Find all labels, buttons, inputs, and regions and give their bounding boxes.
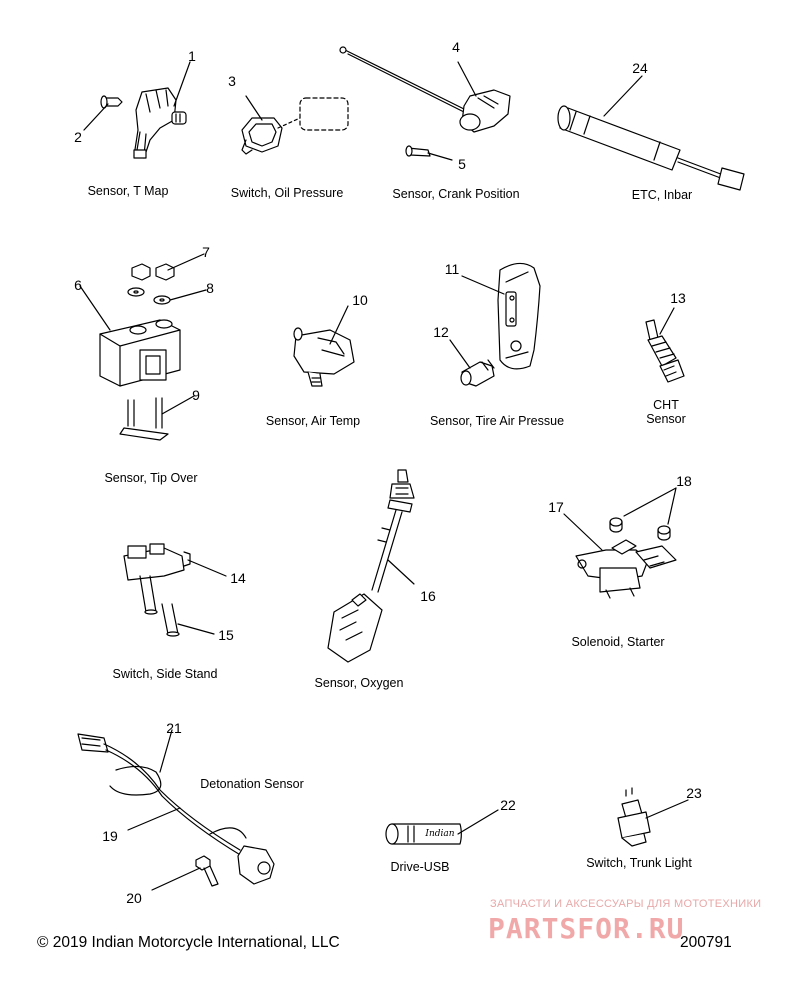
caption-sensor-tip-over: Sensor, Tip Over xyxy=(104,471,198,485)
caption-sensor-tire-air-pressure: Sensor, Tire Air Pressue xyxy=(429,414,565,428)
caption-sensor-oxygen: Sensor, Oxygen xyxy=(314,676,404,690)
usb-logo-text: Indian xyxy=(424,829,454,839)
callout-3: 3 xyxy=(228,73,236,89)
callout-14: 14 xyxy=(230,570,246,586)
callout-9: 9 xyxy=(192,387,200,403)
callout-15: 15 xyxy=(218,627,234,643)
callout-23: 23 xyxy=(686,785,702,801)
part-tip-over-sensor xyxy=(79,253,207,441)
callout-11: 11 xyxy=(444,261,460,277)
callout-18: 18 xyxy=(676,473,692,489)
caption-etc-inbar: ETC, Inbar xyxy=(631,188,693,202)
callout-20: 20 xyxy=(126,890,142,906)
part-drive-usb: Indian xyxy=(385,809,499,845)
caption-drive-usb: Drive-USB xyxy=(390,860,450,874)
diagram-number: 200791 xyxy=(680,934,732,951)
callout-24: 24 xyxy=(632,60,648,76)
part-detonation-sensor xyxy=(77,729,275,891)
part-crank-position-sensor xyxy=(339,46,511,161)
part-trunk-light-switch xyxy=(617,787,689,847)
caption-sensor-air-temp: Sensor, Air Temp xyxy=(265,414,361,428)
callout-22: 22 xyxy=(500,797,516,813)
caption-detonation-sensor: Detonation Sensor xyxy=(200,777,304,791)
callout-17: 17 xyxy=(548,499,564,515)
caption-switch-side-stand: Switch, Side Stand xyxy=(112,667,218,681)
caption-sensor-crank-position: Sensor, Crank Position xyxy=(392,187,520,201)
part-oil-pressure-switch xyxy=(241,95,349,155)
callout-7: 7 xyxy=(202,244,210,260)
caption-solenoid-starter: Solenoid, Starter xyxy=(571,635,665,649)
callout-5: 5 xyxy=(458,156,466,172)
part-cht-sensor xyxy=(645,307,685,383)
callout-6: 6 xyxy=(74,277,82,293)
callout-19: 19 xyxy=(102,828,118,844)
callout-2: 2 xyxy=(74,129,82,145)
callout-12: 12 xyxy=(433,324,449,340)
part-t-map-sensor xyxy=(83,61,191,159)
callout-8: 8 xyxy=(206,280,214,296)
part-starter-solenoid xyxy=(563,487,677,599)
callout-21: 21 xyxy=(166,720,182,736)
part-tire-air-pressure-sensor xyxy=(449,262,541,387)
caption-sensor-t-map: Sensor, T Map xyxy=(87,184,169,198)
callout-1: 1 xyxy=(188,48,196,64)
caption-switch-oil-pressure: Switch, Oil Pressure xyxy=(230,186,344,200)
caption-cht-line2: Sensor xyxy=(646,412,686,426)
callout-16: 16 xyxy=(420,588,436,604)
part-air-temp-sensor xyxy=(293,305,355,387)
part-oxygen-sensor xyxy=(327,469,415,663)
caption-switch-trunk-light: Switch, Trunk Light xyxy=(586,856,692,870)
caption-cht-line1: CHT xyxy=(653,398,679,412)
callout-13: 13 xyxy=(670,290,686,306)
part-etc-inbar xyxy=(557,75,745,191)
watermark-brand: PARTSFOR.RU xyxy=(488,912,685,945)
callout-10: 10 xyxy=(352,292,368,308)
part-side-stand-switch xyxy=(123,543,227,637)
watermark-tagline: ЗАПЧАСТИ И АКСЕССУАРЫ ДЛЯ МОТОТЕХНИКИ xyxy=(490,898,762,910)
callout-4: 4 xyxy=(452,39,460,55)
copyright-text: © 2019 Indian Motorcycle International, … xyxy=(37,934,340,951)
